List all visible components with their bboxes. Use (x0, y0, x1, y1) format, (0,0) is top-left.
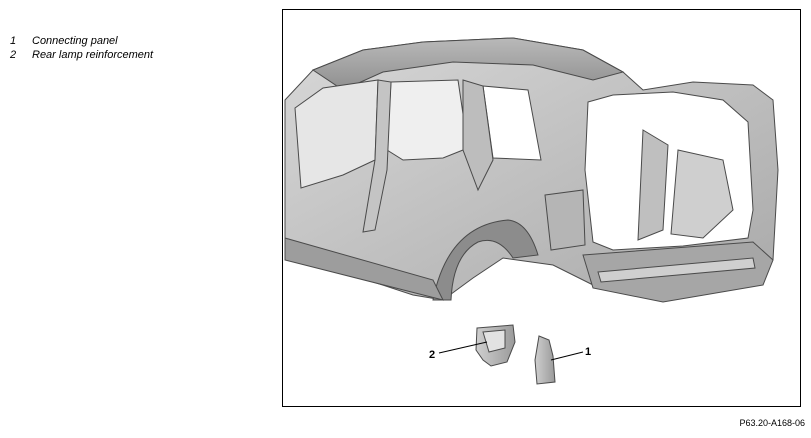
legend-item-number: 1 (10, 35, 17, 47)
legend-item-label: Connecting panel (32, 35, 118, 47)
legend-item: 2 Rear lamp reinforcement (10, 48, 153, 62)
legend-item-label: Rear lamp reinforcement (32, 49, 154, 61)
rear-lamp-reinforcement-part (475, 324, 516, 367)
figure-code: P63.20-A168-06 (739, 418, 805, 428)
legend: 1 Connecting panel 2 Rear lamp reinforce… (10, 34, 153, 62)
vehicle-body-shell (284, 37, 779, 303)
vehicle-body-illustration: 2 1 (284, 37, 779, 385)
callout-1-label: 1 (585, 346, 591, 358)
figure-frame: 2 1 (282, 9, 801, 407)
connecting-panel-part (534, 335, 556, 385)
legend-item-number: 2 (10, 49, 17, 61)
callout-2-leader (438, 341, 488, 354)
legend-item: 1 Connecting panel (10, 34, 153, 48)
callout-2-label: 2 (429, 349, 435, 361)
callout-1-leader (550, 351, 584, 361)
